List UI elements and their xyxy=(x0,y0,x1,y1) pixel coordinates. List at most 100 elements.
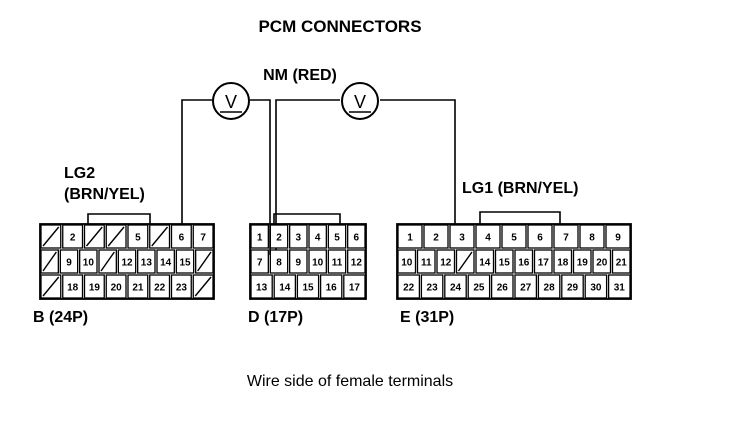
pin-cell xyxy=(296,274,320,299)
pin-cell xyxy=(607,274,631,299)
pin-number: 12 xyxy=(121,258,133,269)
pin-number: 20 xyxy=(111,283,123,294)
pin-cell xyxy=(62,274,84,299)
pin-cell xyxy=(79,249,98,274)
pin-number: 9 xyxy=(615,233,621,244)
pin-number: 6 xyxy=(537,233,543,244)
pin-number: 8 xyxy=(589,233,595,244)
pin-number: 10 xyxy=(401,258,413,269)
pin-cell xyxy=(319,274,343,299)
pin-number: 1 xyxy=(407,233,413,244)
pin-number: 6 xyxy=(354,233,360,244)
pin-cell xyxy=(289,224,308,249)
test-wires xyxy=(181,99,456,255)
connector-e-frame xyxy=(396,223,632,300)
pin-number: 25 xyxy=(473,283,485,294)
connector-e-label: E (31P) xyxy=(400,309,454,326)
pin-number: 3 xyxy=(459,233,465,244)
blank-pin-slash xyxy=(42,226,60,247)
pin-cell xyxy=(59,249,79,274)
pin-cell xyxy=(273,274,297,299)
pin-number: 1 xyxy=(257,233,263,244)
pin-number: 19 xyxy=(577,258,589,269)
pin-cell xyxy=(170,224,192,249)
pin-cell xyxy=(156,249,175,274)
pin-cell xyxy=(423,224,449,249)
pin-cell xyxy=(592,249,612,274)
pin-cell xyxy=(467,274,491,299)
pin-cell xyxy=(605,224,631,249)
pin-cell xyxy=(527,224,553,249)
meter-label: NM (RED) xyxy=(263,67,337,84)
pin-cell xyxy=(537,274,561,299)
blank-pin-slash xyxy=(194,276,212,297)
pin-cell xyxy=(553,224,579,249)
pin-cell xyxy=(83,274,105,299)
voltmeter-right-icon xyxy=(341,82,379,120)
pin-number: 16 xyxy=(326,283,338,294)
pin-number: 28 xyxy=(544,283,556,294)
pin-cell xyxy=(250,274,273,299)
pin-cell xyxy=(192,224,214,249)
right-wire-label: LG1 (BRN/YEL) xyxy=(462,180,578,197)
voltmeter-left-icon xyxy=(212,82,250,120)
pin-number: 21 xyxy=(132,283,144,294)
pin-cell xyxy=(397,274,421,299)
pin-number: 29 xyxy=(567,283,579,294)
pin-cell xyxy=(572,249,592,274)
pin-number: 14 xyxy=(479,258,491,269)
pin-number: 24 xyxy=(450,283,462,294)
pin-number: 11 xyxy=(332,258,343,269)
pin-number: 8 xyxy=(276,258,282,269)
pin-cell xyxy=(289,249,308,274)
pin-number: 4 xyxy=(315,233,321,244)
pin-number: 21 xyxy=(616,258,628,269)
left-wire-label-line2: (BRN/YEL) xyxy=(64,186,145,203)
pin-cell xyxy=(579,224,605,249)
connector-b-frame xyxy=(39,223,215,300)
pin-cell xyxy=(308,224,327,249)
voltmeter-left: V xyxy=(212,82,250,120)
connector-d-label: D (17P) xyxy=(248,309,303,326)
wire-left-meter-to-d xyxy=(250,99,271,255)
pin-cell xyxy=(347,249,366,274)
blank-pin-slash xyxy=(151,226,169,247)
wire-right-meter-to-e4 xyxy=(380,99,456,224)
pin-number: 26 xyxy=(497,283,509,294)
pin-number: 27 xyxy=(520,283,532,294)
pin-number: 20 xyxy=(596,258,608,269)
pin-cell xyxy=(137,249,156,274)
pin-cell xyxy=(449,224,475,249)
pin-cell xyxy=(347,224,366,249)
pin-number: 9 xyxy=(296,258,302,269)
blank-pin-slash xyxy=(42,276,60,297)
pin-number: 3 xyxy=(296,233,302,244)
pin-number: 6 xyxy=(179,233,185,244)
pin-cell xyxy=(250,249,269,274)
pin-number: 14 xyxy=(279,283,291,294)
pin-cell xyxy=(105,274,127,299)
pin-cell xyxy=(269,249,289,274)
pin-cell xyxy=(170,274,192,299)
pin-number: 5 xyxy=(334,233,340,244)
pin-number: 5 xyxy=(511,233,517,244)
pin-cell xyxy=(127,274,149,299)
pin-cell xyxy=(127,224,149,249)
left-wire-label-line1: LG2 xyxy=(64,165,95,182)
pin-cell xyxy=(327,249,347,274)
pin-number: 5 xyxy=(135,233,141,244)
pin-cell xyxy=(514,249,534,274)
pin-cell xyxy=(397,249,417,274)
pin-cell xyxy=(494,249,514,274)
pin-cell xyxy=(117,249,137,274)
pin-cell xyxy=(501,224,527,249)
pin-number: 15 xyxy=(499,258,511,269)
pin-number: 12 xyxy=(351,258,363,269)
pin-number: 14 xyxy=(160,258,172,269)
pin-number: 23 xyxy=(176,283,188,294)
pin-cell xyxy=(343,274,366,299)
pin-cell xyxy=(584,274,608,299)
pin-cell xyxy=(475,249,495,274)
